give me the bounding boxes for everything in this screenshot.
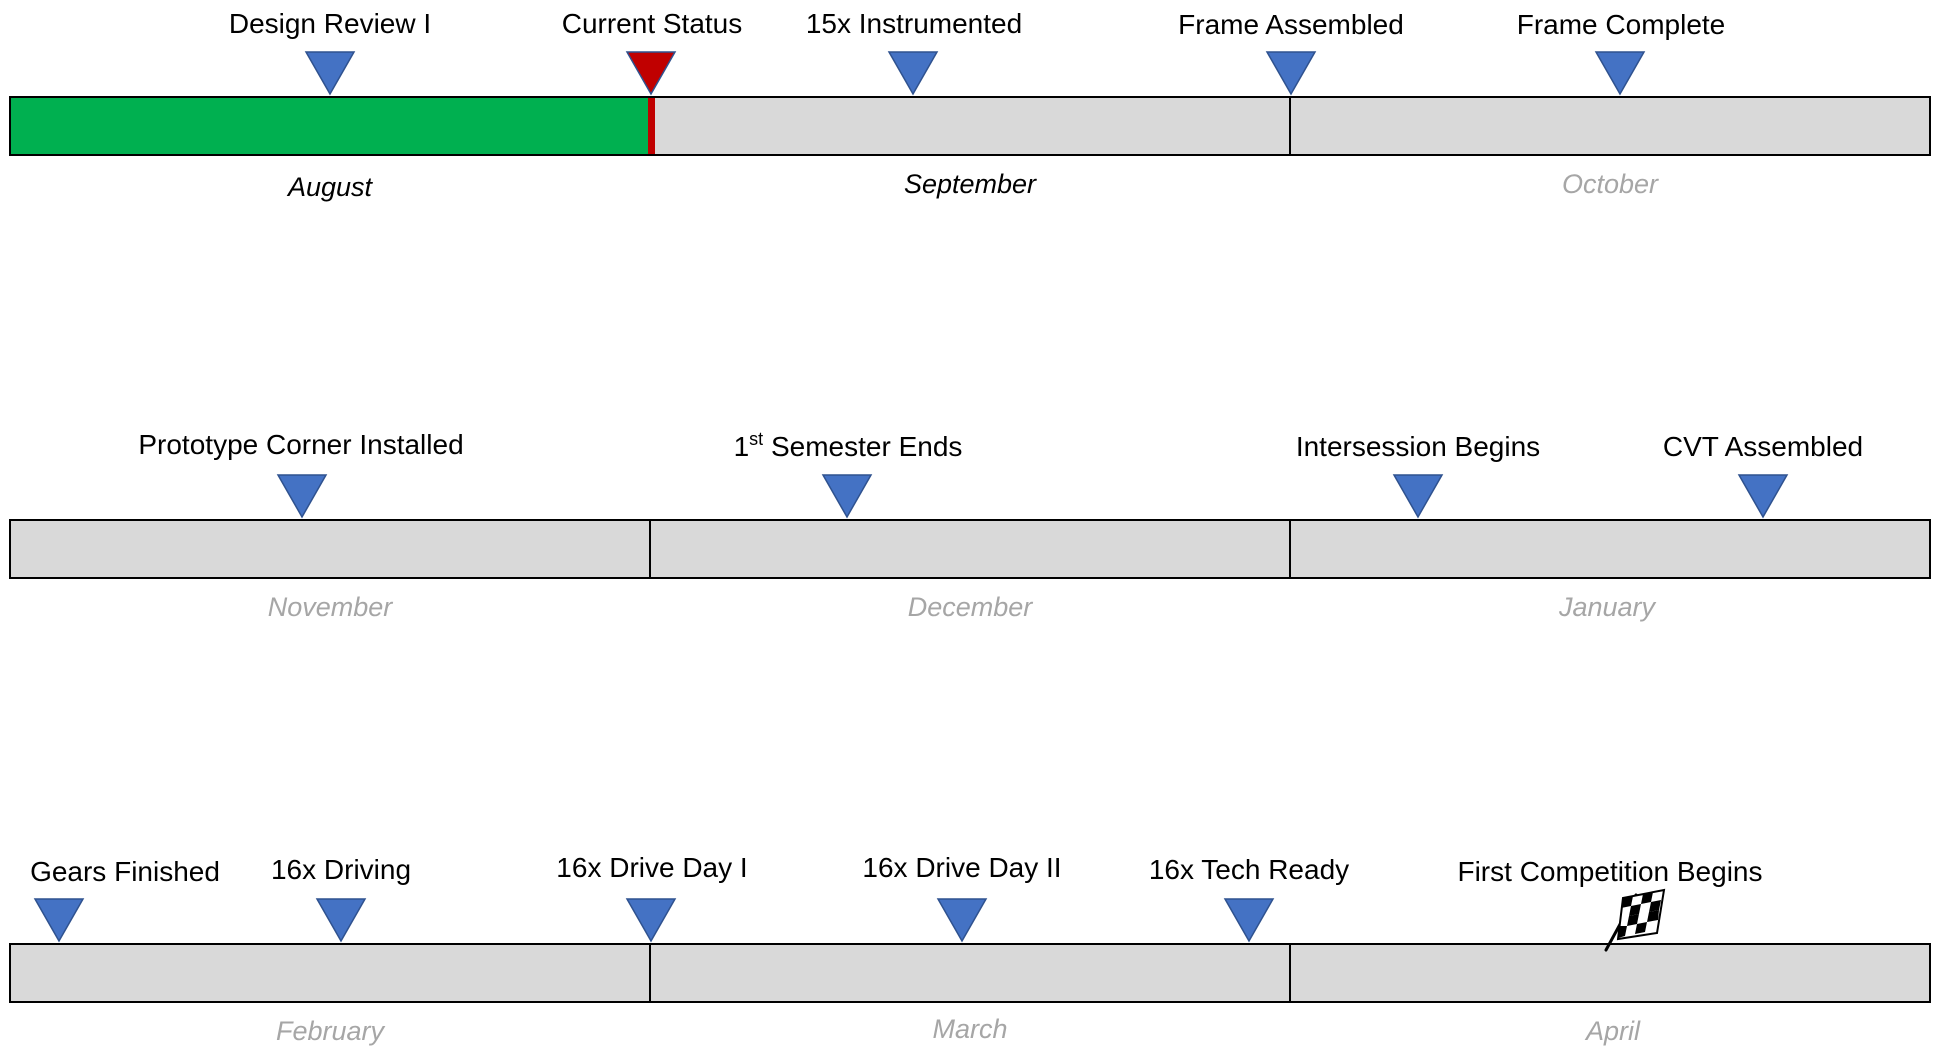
row-2-bar [9, 519, 1931, 579]
milestone-marker-frame-complete [1594, 51, 1646, 96]
milestone-marker-intersession-begins [1392, 474, 1444, 519]
semester-number: 1 [734, 431, 750, 462]
semester-superscript: st [749, 429, 763, 449]
milestone-marker-frame-assembled [1265, 51, 1317, 96]
progress-fill [11, 98, 650, 154]
milestone-marker-16x-drive-day-i [625, 898, 677, 943]
milestone-marker-semester-ends [821, 474, 873, 519]
milestone-label-prototype-corner-installed: Prototype Corner Installed [138, 429, 463, 460]
row-1-bar-outline [9, 96, 1931, 156]
milestone-label-frame-assembled: Frame Assembled [1178, 9, 1404, 40]
semester-text: Semester Ends [763, 431, 962, 462]
milestone-marker-cvt-assembled [1737, 474, 1789, 519]
timeline-row-1: August September October Design Review I… [9, 8, 1931, 202]
month-label-august: August [286, 172, 374, 202]
milestone-label-cvt-assembled: CVT Assembled [1663, 431, 1863, 462]
timeline-row-3: February March April Gears Finished 16x … [9, 852, 1931, 1046]
milestone-label-gears-finished: Gears Finished [30, 856, 220, 887]
milestone-label-15x-instrumented: 15x Instrumented [806, 8, 1022, 39]
milestone-marker-16x-driving [315, 898, 367, 943]
milestone-marker-gears-finished [33, 898, 85, 943]
month-label-january: January [1558, 592, 1657, 622]
milestone-label-design-review-i: Design Review I [229, 8, 431, 39]
flag-checks [1618, 892, 1661, 938]
milestone-label-16x-driving: 16x Driving [271, 854, 411, 885]
timeline-row-2: November December January Prototype Corn… [9, 429, 1931, 622]
month-label-november: November [268, 592, 394, 622]
month-label-march: March [932, 1014, 1007, 1044]
checkered-flag-icon [1604, 888, 1666, 952]
current-status-marker [625, 51, 677, 96]
month-label-april: April [1584, 1016, 1641, 1046]
month-label-october: October [1562, 169, 1659, 199]
milestone-label-intersession-begins: Intersession Begins [1296, 431, 1540, 462]
milestone-label-current-status: Current Status [562, 8, 743, 39]
milestone-label-16x-drive-day-i: 16x Drive Day I [556, 852, 747, 883]
milestone-label-frame-complete: Frame Complete [1517, 9, 1726, 40]
milestone-marker-prototype-corner-installed [276, 474, 328, 519]
milestone-marker-16x-tech-ready [1223, 898, 1275, 943]
milestone-label-16x-drive-day-ii: 16x Drive Day II [862, 852, 1061, 883]
month-label-december: December [908, 592, 1034, 622]
current-status-line [648, 97, 655, 155]
milestone-marker-16x-drive-day-ii [936, 898, 988, 943]
row-3-bar [9, 943, 1931, 1003]
milestone-label-first-competition-begins: First Competition Begins [1457, 856, 1762, 887]
milestone-label-16x-tech-ready: 16x Tech Ready [1149, 854, 1349, 885]
month-label-february: February [276, 1016, 386, 1046]
milestone-label-semester-ends: 1st Semester Ends [734, 429, 963, 462]
month-label-september: September [904, 169, 1037, 199]
milestone-marker-15x-instrumented [887, 51, 939, 96]
milestone-marker-design-review-i [304, 51, 356, 96]
